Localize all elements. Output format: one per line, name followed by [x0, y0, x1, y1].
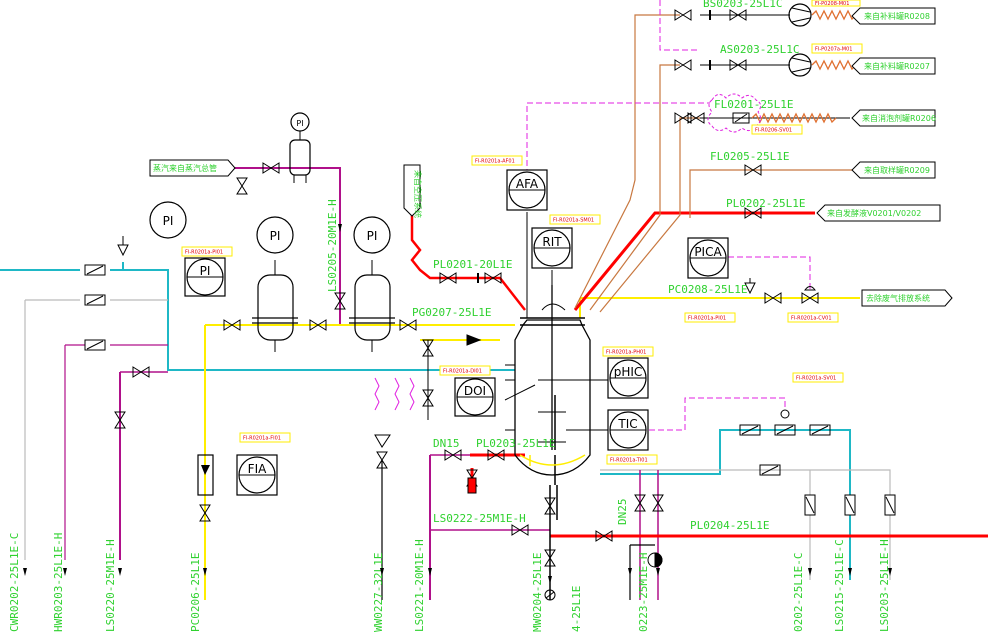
line-label-pc0206: PC0206-25L1E: [189, 553, 202, 632]
tag-labels: FI-R0201a-AF01 FI-R0201a-SM01 FI-R0201a-…: [181, 0, 863, 465]
svg-text:TIC: TIC: [617, 417, 637, 431]
dest-r0208-label: 来自补料罐R0208: [864, 11, 930, 21]
line-label-pl0202b: 0202-25L1E-C: [792, 553, 805, 632]
svg-text:RIT: RIT: [542, 235, 562, 249]
svg-text:FI-R0201a-TI01: FI-R0201a-TI01: [610, 458, 648, 464]
dest-air-box: [403, 164, 421, 217]
valves: [84, 9, 896, 568]
steam-filter: [289, 130, 311, 183]
svg-text:FI-R0201a-PI01: FI-R0201a-PI01: [185, 250, 223, 256]
svg-text:pHIC: pHIC: [614, 365, 643, 379]
line-label-hw0203: HWR0203-25L1E-H: [52, 533, 65, 632]
line-label-ls0205: LS0205-20M1E-H: [326, 199, 339, 292]
line-label-pc0208: PC0208-25L1E: [668, 283, 747, 296]
dest-r0206-box: [851, 109, 936, 127]
line-label-pl0203: PL0203-25L1E: [476, 437, 555, 450]
line-label-ls0223: 0223-25M1E-H: [637, 553, 650, 632]
piping: [0, 0, 988, 600]
svg-text:PI: PI: [296, 119, 303, 128]
instrument-pica[interactable]: PICA: [687, 237, 729, 279]
line-label-pg0207: PG0207-25L1E: [412, 306, 491, 319]
instrument-afa[interactable]: AFA: [506, 169, 548, 211]
svg-text:FI-R0201a-SV01: FI-R0201a-SV01: [796, 376, 836, 382]
line-label-pc0204: 4-25L1E: [570, 586, 583, 632]
svg-text:FI-R0201a-PH01: FI-R0201a-PH01: [606, 350, 646, 356]
line-label-ls0222: LS0222-25M1E-H: [433, 512, 526, 525]
svg-text:FI-R0201a-DI01: FI-R0201a-DI01: [443, 369, 482, 375]
dest-air-label: 来自空压系统: [413, 170, 423, 218]
instrument-pi-filter2[interactable]: PI: [353, 216, 391, 254]
dest-r0206-label: 来自消泡剂罐R0206: [862, 113, 936, 123]
dest-steam-label: 蒸汽来自蒸汽总管: [153, 163, 217, 173]
line-label-fl0201: FL0201-25L1E: [714, 98, 793, 111]
instrument-tic[interactable]: TIC: [607, 409, 649, 451]
instrument-pi-main[interactable]: PI: [149, 201, 187, 239]
flow-arrows: [23, 224, 892, 601]
svg-text:FIA: FIA: [248, 462, 267, 476]
dest-r0207-box: [851, 57, 936, 75]
svg-text:FI-R0201a-SM01: FI-R0201a-SM01: [553, 218, 594, 224]
rotameter: [197, 454, 214, 496]
svg-text:DOI: DOI: [464, 384, 486, 398]
instrument-pi-filter1[interactable]: PI: [256, 216, 294, 254]
svg-text:PI: PI: [270, 229, 281, 243]
water-funnel: [374, 434, 391, 448]
line-label-ls0220: LS0220-25M1E-H: [104, 539, 117, 632]
dest-exhaust-label: 去除废气排放系统: [866, 293, 930, 303]
svg-text:PI: PI: [200, 264, 211, 278]
svg-text:FI-P0208-M01: FI-P0208-M01: [815, 1, 849, 7]
line-label-fl0205: FL0205-25L1E: [710, 150, 789, 163]
instrument-phic[interactable]: pHIC: [607, 357, 649, 399]
line-label-pl0201: PL0201-20L1E: [433, 258, 512, 271]
pump-p0208: [788, 3, 812, 27]
line-label-ls0215: LS0215-25L1E-C: [833, 539, 846, 632]
line-label-dn15: DN15: [433, 437, 460, 450]
air-filter-2: [349, 260, 395, 352]
instrument-fia[interactable]: FIA: [236, 454, 278, 496]
dest-steam-box: [149, 159, 236, 177]
svg-text:FI-R0206-SV01: FI-R0206-SV01: [755, 128, 792, 134]
dest-v0201-label: 来自发酵液V0201/V0202: [827, 208, 921, 218]
line-label-mw0204: MW0204-25L1E: [531, 553, 544, 632]
svg-text:FI-R0201a-FI01: FI-R0201a-FI01: [243, 436, 281, 442]
dest-r0208-box: [851, 7, 936, 25]
instrument-doi[interactable]: DOI: [454, 377, 496, 417]
instrument-pi-top[interactable]: PI: [290, 112, 310, 132]
fermenter-reactor: [504, 212, 610, 476]
line-label-pl0204: PL0204-25L1E: [690, 519, 769, 532]
line-label-bs0203: BS0203-25L1C: [703, 0, 782, 10]
svg-text:FI-R0201a-AF01: FI-R0201a-AF01: [475, 159, 515, 165]
dest-r0209-box: [851, 161, 936, 179]
line-label-pl0202: PL0202-25L1E: [726, 197, 805, 210]
dest-r0209-label: 来自取样罐R0209: [864, 165, 930, 175]
pump-p0207: [788, 53, 812, 77]
line-label-as0203: AS0203-25L1C: [720, 43, 799, 56]
line-label-cw0202: CWR0202-25L1E-C: [8, 533, 21, 632]
dest-v0201-box: [816, 204, 941, 222]
line-label-ls0203: LS0203-25L1E-H: [878, 539, 891, 632]
svg-text:AFA: AFA: [516, 177, 539, 191]
dest-r0207-label: 来自补料罐R0207: [864, 61, 930, 71]
line-label-dn25: DN25: [616, 499, 629, 526]
svg-text:PI: PI: [367, 229, 378, 243]
instrument-pi-box[interactable]: PI: [184, 257, 226, 297]
svg-text:PI: PI: [163, 214, 174, 228]
line-label-ls0221: LS0221-20M1E-H: [413, 539, 426, 632]
air-filter-1: [252, 260, 298, 352]
svg-text:FI-R0201a-CV01: FI-R0201a-CV01: [791, 316, 832, 322]
line-label-ww0227: WW0227-32L1E: [372, 553, 385, 632]
level-switch-icon: [780, 409, 790, 419]
instrument-rit[interactable]: RIT: [531, 227, 573, 269]
destination-boxes: [149, 7, 953, 307]
svg-text:FI-R0201a-PI01: FI-R0201a-PI01: [688, 316, 726, 322]
svg-text:FI-P0207a-M01: FI-P0207a-M01: [815, 47, 852, 53]
svg-text:PICA: PICA: [694, 245, 722, 259]
dest-exhaust-box: [861, 289, 953, 307]
